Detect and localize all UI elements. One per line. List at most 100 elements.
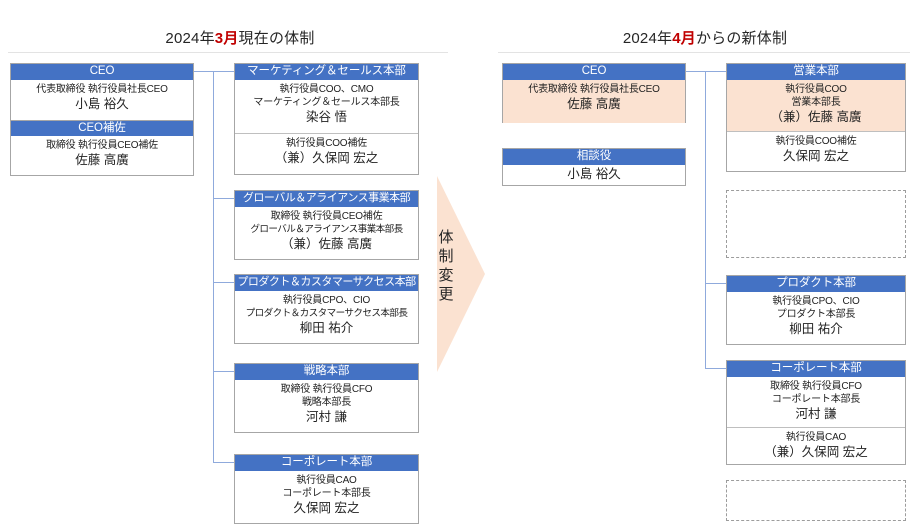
right-dept-box-1[interactable]: プロダクト本部 執行役員CPO、CIO プロダクト本部長 柳田 祐介 [726,275,906,345]
right-title-prefix: 2024年 [622,30,673,47]
transition-char-1: 制 [438,248,454,265]
right-dept-2-row-0-title-1: コーポレート本部長 [771,394,861,405]
right-dept-1-row-0-title-0: 執行役員CPO、CIO [772,296,860,307]
right-root-block-0-body: 代表取締役 執行役員社長CEO 佐藤 高廣 [503,80,685,123]
left-dept-0-row-0: 執行役員COO、CMO マーケティング＆セールス本部長 染谷 悟 [235,80,418,133]
left-dept-1-row-0-person: （兼）佐藤 高廣 [281,237,372,251]
right-connector-trunk [705,71,706,369]
right-root-box-ceo[interactable]: CEO 代表取締役 執行役員社長CEO 佐藤 高廣 [502,63,686,123]
right-section-title: 2024年4月からの新体制 [500,27,910,48]
left-dept-1-row-0: 取締役 執行役員CEO補佐 グローバル＆アライアンス事業本部長 （兼）佐藤 高廣 [235,207,418,259]
right-advisor-person: 小島 裕久 [567,167,621,181]
left-dept-2-row-0-person: 柳田 祐介 [299,321,354,335]
left-title-prefix: 2024年 [165,30,215,47]
left-root-box-ceo[interactable]: CEO 代表取締役 執行役員社長CEO 小島 裕久 CEO補佐 取締役 執行役員… [10,63,194,176]
transition-char-2: 変 [438,267,454,284]
left-dept-0-row-1-person: （兼）久保岡 宏之 [274,151,379,165]
left-dept-box-4[interactable]: コーポレート本部 執行役員CAO コーポレート本部長 久保岡 宏之 [234,454,419,524]
left-connector-branch-5 [213,462,235,463]
right-dept-1-row-0-title-1: プロダクト本部長 [776,309,856,320]
right-dept-2-row-1-title-0: 執行役員CAO [785,432,847,443]
left-connector-branch-3 [213,282,235,283]
left-dept-3-row-0-title-0: 取締役 執行役員CFO [280,384,373,395]
right-dept-0-row-1-title-0: 執行役員COO補佐 [775,136,857,147]
left-dept-4-row-0-title-0: 執行役員CAO [296,475,357,486]
left-dept-2-header: プロダクト＆カスタマーサクセス本部 [235,275,418,291]
right-placeholder-box-1[interactable] [726,480,906,521]
left-dept-4-row-0-person: 久保岡 宏之 [293,501,360,515]
left-dept-3-row-0: 取締役 執行役員CFO 戦略本部長 河村 謙 [235,380,418,432]
left-dept-0-row-0-person: 染谷 悟 [306,110,347,124]
left-dept-box-2[interactable]: プロダクト＆カスタマーサクセス本部 執行役員CPO、CIO プロダクト＆カスタマ… [234,274,419,344]
right-dept-1-row-0-person: 柳田 祐介 [789,322,843,336]
left-dept-0-row-0-title-1: マーケティング＆セールス本部長 [253,97,400,108]
left-dept-4-header: コーポレート本部 [235,455,418,471]
right-connector-branch-1 [705,71,726,72]
right-dept-2-row-0-person: 河村 謙 [795,407,837,421]
left-dept-0-row-1: 執行役員COO補佐 （兼）久保岡 宏之 [235,133,418,174]
right-dept-box-2[interactable]: コーポレート本部 取締役 執行役員CFO コーポレート本部長 河村 謙 執行役員… [726,360,906,465]
right-connector-branch-2 [705,283,726,284]
left-dept-0-row-0-title-0: 執行役員COO、CMO [279,84,374,95]
transition-char-0: 体 [438,229,454,246]
right-dept-2-row-1: 執行役員CAO （兼）久保岡 宏之 [727,427,905,464]
left-root-block-0-body: 代表取締役 執行役員社長CEO 小島 裕久 [11,80,193,120]
left-connector-branch-4 [213,371,235,372]
right-dept-2-row-1-person: （兼）久保岡 宏之 [764,445,868,459]
left-root-block-1-body: 取締役 執行役員CEO補佐 佐藤 高廣 [11,136,193,175]
left-root-block-1-title-0: 取締役 執行役員CEO補佐 [46,140,158,151]
right-placeholder-box-0[interactable] [726,190,906,258]
right-dept-1-header: プロダクト本部 [727,276,905,292]
left-dept-box-0[interactable]: マーケティング＆セールス本部 執行役員COO、CMO マーケティング＆セールス本… [234,63,419,175]
right-dept-0-row-1-person: 久保岡 宏之 [783,149,849,163]
right-advisor-box[interactable]: 相談役 小島 裕久 [502,148,686,186]
left-dept-4-row-0: 執行役員CAO コーポレート本部長 久保岡 宏之 [235,471,418,523]
right-connector-branch-3 [705,368,726,369]
right-connector-root-stub [685,71,706,72]
left-connector-branch-1 [213,71,235,72]
right-title-accent: 4月 [672,30,696,47]
left-section-title: 2024年3月現在の体制 [10,27,470,48]
left-connector-root-stub [193,71,214,72]
left-dept-3-row-0-title-1: 戦略本部長 [302,397,351,408]
left-connector-branch-2 [213,198,235,199]
left-dept-2-row-0: 執行役員CPO、CIO プロダクト＆カスタマーサクセス本部長 柳田 祐介 [235,291,418,343]
transition-arrow-label: 体 制 変 更 [437,228,455,304]
right-dept-0-header: 営業本部 [727,64,905,80]
left-dept-2-row-0-title-0: 執行役員CPO、CIO [282,295,371,306]
right-title-divider [498,52,910,53]
right-dept-0-row-0-title-1: 営業本部長 [791,97,841,108]
right-dept-2-row-0: 取締役 執行役員CFO コーポレート本部長 河村 謙 [727,377,905,427]
left-dept-1-header: グローバル＆アライアンス事業本部 [235,191,418,207]
right-dept-box-0[interactable]: 営業本部 執行役員COO 営業本部長 （兼）佐藤 高廣 執行役員COO補佐 久保… [726,63,906,172]
left-title-suffix: 現在の体制 [238,30,315,47]
right-dept-1-row-0: 執行役員CPO、CIO プロダクト本部長 柳田 祐介 [727,292,905,344]
right-root-block-0-header: CEO [503,64,685,80]
left-title-divider [8,52,448,53]
right-dept-0-row-0: 執行役員COO 営業本部長 （兼）佐藤 高廣 [727,80,905,131]
transition-char-3: 更 [438,286,454,303]
right-dept-2-header: コーポレート本部 [727,361,905,377]
left-root-block-1-header: CEO補佐 [11,120,193,136]
left-dept-3-row-0-person: 河村 謙 [306,410,347,424]
left-dept-2-row-0-title-1: プロダクト＆カスタマーサクセス本部長 [245,308,408,319]
left-dept-box-1[interactable]: グローバル＆アライアンス事業本部 取締役 執行役員CEO補佐 グローバル＆アライ… [234,190,419,260]
left-dept-0-header: マーケティング＆セールス本部 [235,64,418,80]
left-dept-box-3[interactable]: 戦略本部 取締役 執行役員CFO 戦略本部長 河村 謙 [234,363,419,433]
left-root-block-1-person: 佐藤 高廣 [75,153,129,167]
right-root-block-0-person: 佐藤 高廣 [567,97,621,111]
right-root-block-0-title-0: 代表取締役 執行役員社長CEO [528,84,660,95]
transition-arrow [430,176,492,372]
left-root-block-0-header: CEO [11,64,193,80]
left-dept-4-row-0-title-1: コーポレート本部長 [282,488,371,499]
right-advisor-body: 小島 裕久 [503,165,685,186]
right-dept-0-row-0-title-0: 執行役員COO [785,84,847,95]
right-advisor-header: 相談役 [503,149,685,165]
left-dept-1-row-0-title-0: 取締役 執行役員CEO補佐 [270,211,383,222]
left-root-block-0-person: 小島 裕久 [75,97,129,111]
left-dept-3-header: 戦略本部 [235,364,418,380]
right-title-suffix: からの新体制 [695,30,788,47]
right-dept-2-row-0-title-0: 取締役 執行役員CFO [770,381,862,392]
left-title-accent: 3月 [214,30,239,47]
